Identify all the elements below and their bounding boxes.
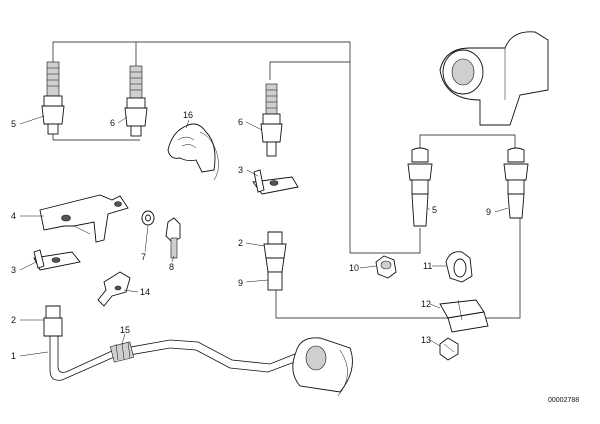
callout-3-lower: 3 — [11, 265, 16, 275]
callout-10: 10 — [349, 263, 359, 273]
callout-11: 11 — [423, 261, 432, 271]
bracket-4 — [39, 194, 129, 243]
callout-14: 14 — [140, 287, 150, 297]
callout-2-lower: 2 — [11, 315, 16, 325]
callout-6-right: 6 — [238, 117, 243, 127]
engine-manifold — [439, 31, 549, 126]
callout-8: 8 — [169, 262, 174, 272]
callout-16: 16 — [183, 110, 193, 120]
bolt-8 — [165, 217, 181, 259]
sensor-9-right — [503, 147, 529, 219]
callout-12: 12 — [421, 299, 431, 309]
callout-7: 7 — [141, 252, 146, 262]
callout-9-middle: 9 — [238, 278, 243, 288]
bolt-13 — [439, 337, 459, 361]
callout-6-left: 6 — [110, 118, 115, 128]
callout-5-right: 5 — [432, 205, 437, 215]
clip-14 — [97, 271, 131, 307]
bracket-12 — [439, 299, 489, 333]
callout-9-right: 9 — [486, 207, 491, 217]
bracket-3-lower — [33, 249, 81, 271]
callout-13: 13 — [421, 335, 431, 345]
callout-1: 1 — [11, 351, 16, 361]
holder-11 — [445, 251, 473, 283]
nut-10 — [375, 255, 397, 279]
sensor-9-middle — [263, 231, 287, 291]
flywheel-housing — [292, 337, 353, 397]
sensor-line-1 — [43, 305, 301, 381]
leader-lines — [19, 115, 509, 357]
sensor-6-left — [124, 65, 148, 137]
bracket-3-upper — [252, 169, 299, 195]
sensor-5-top — [41, 61, 65, 135]
callout-15: 15 — [120, 325, 130, 335]
callout-2-middle: 2 — [238, 238, 243, 248]
sensor-5-right — [407, 147, 433, 227]
callout-5-top-left: 5 — [11, 119, 16, 129]
document-id: 00002788 — [548, 397, 579, 404]
callout-3-upper: 3 — [238, 165, 243, 175]
callout-4: 4 — [11, 211, 16, 221]
sensor-6-right — [260, 83, 283, 157]
hand-clip-16 — [167, 123, 219, 181]
washer-7 — [141, 210, 155, 226]
